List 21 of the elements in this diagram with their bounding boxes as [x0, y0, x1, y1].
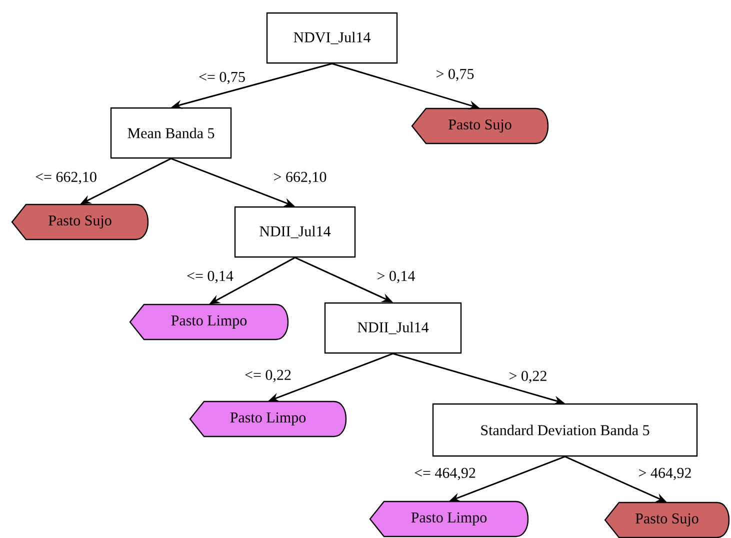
split-box: Mean Banda 5	[110, 107, 232, 159]
edge-label: <= 0,14	[186, 270, 234, 284]
leaf-node: Pasto Sujo	[604, 502, 730, 538]
split-box: Standard Deviation Banda 5	[432, 403, 698, 457]
leaf-node: Pasto Limpo	[129, 304, 289, 340]
edge-label: > 0,22	[508, 370, 548, 384]
split-box: NDVI_Jul14	[266, 12, 398, 64]
split-box: NDII_Jul14	[324, 302, 462, 354]
edge-label: > 0,14	[376, 270, 416, 284]
leaf-node: Pasto Sujo	[411, 108, 549, 144]
edge-label: > 464,92	[637, 466, 693, 482]
split-box: NDII_Jul14	[234, 206, 356, 258]
edge-label: <= 0,22	[244, 368, 292, 384]
edge-label: <= 0,75	[198, 70, 246, 86]
leaf-node: Pasto Limpo	[369, 500, 529, 538]
edge-label: > 662,10	[272, 170, 328, 186]
edge-label: > 0,75	[434, 68, 476, 82]
leaf-node: Pasto Limpo	[189, 400, 347, 438]
leaf-node: Pasto Sujo	[11, 204, 149, 240]
edge-label: <= 662,10	[34, 170, 98, 186]
edge-label: <= 464,92	[413, 466, 477, 482]
